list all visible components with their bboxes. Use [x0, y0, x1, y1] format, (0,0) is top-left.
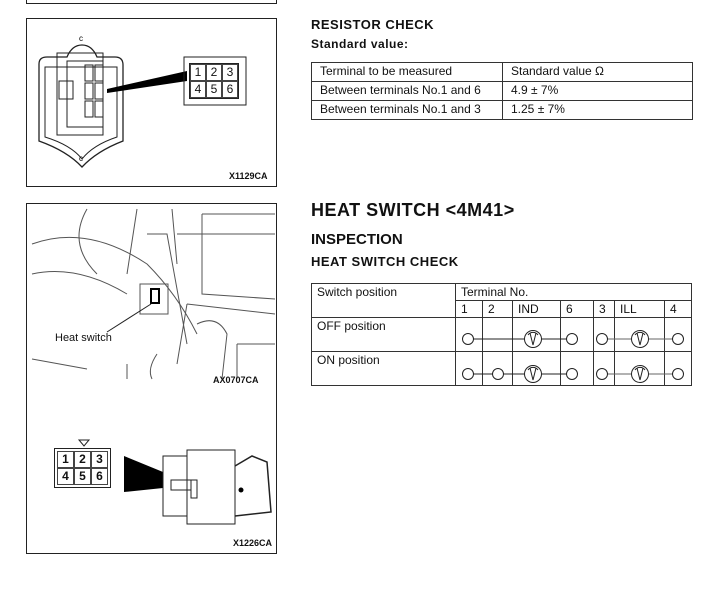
pin: 4: [190, 81, 206, 98]
terminal-cell: 1: [455, 300, 483, 318]
heat-switch-connector-pins: 1 2 3 4 5 6: [54, 448, 111, 488]
row-label: ON position: [311, 351, 456, 386]
dashboard-drawing: [31, 208, 275, 525]
row-label: OFF position: [311, 317, 456, 352]
terminal-cell: 2: [482, 300, 513, 318]
header-cell: Standard value Ω: [502, 62, 693, 82]
table-row: ON position: [311, 351, 692, 386]
pin: 1: [190, 64, 206, 81]
table-row: OFF position: [311, 317, 692, 352]
terminal-cell: ILL: [614, 300, 665, 318]
pin: 3: [222, 64, 238, 81]
pin: 5: [74, 468, 91, 485]
header-cell: Terminal No.: [455, 283, 692, 301]
pin: 4: [57, 468, 74, 485]
terminal-cell: 4: [664, 300, 692, 318]
resistor-connector-pins: 1 2 3 4 5 6: [189, 63, 239, 99]
terminal-row: 1 2 IND 6 3 ILL 4: [312, 300, 692, 318]
pin: 2: [206, 64, 222, 81]
figure-code: X1129CA: [229, 171, 268, 181]
header-cell: Switch position: [311, 283, 456, 318]
heat-switch-title: HEAT SWITCH <4M41>: [311, 200, 515, 220]
resistor-table: Terminal to be measured Standard value Ω…: [311, 62, 693, 120]
cell: Between terminals No.1 and 3: [311, 100, 503, 120]
cell: 4.9 ± 7%: [502, 81, 693, 101]
heat-switch-label: Heat switch: [55, 332, 112, 344]
heat-switch-check-heading: HEAT SWITCH CHECK: [311, 254, 459, 269]
pin: 1: [57, 451, 74, 468]
table-header-row: Switch position Terminal No.: [311, 283, 692, 318]
terminal-cell: 6: [560, 300, 594, 318]
cell: Between terminals No.1 and 6: [311, 81, 503, 101]
figure-code: AX0707CA: [213, 375, 259, 385]
inspection-heading: INSPECTION: [311, 231, 403, 248]
pin: 2: [74, 451, 91, 468]
table-row: Between terminals No.1 and 3 1.25 ± 7%: [311, 100, 693, 120]
svg-text:c: c: [79, 154, 83, 163]
pin: 3: [91, 451, 108, 468]
terminal-cell: IND: [512, 300, 561, 318]
table-header-row: Terminal to be measured Standard value Ω: [311, 62, 693, 82]
cell: 1.25 ± 7%: [502, 100, 693, 120]
terminal-cell: 3: [593, 300, 615, 318]
standard-value-label: Standard value:: [311, 37, 409, 51]
header-cell: Terminal to be measured: [311, 62, 503, 82]
pin: 6: [91, 468, 108, 485]
resistor-drawing: cc: [38, 34, 247, 168]
figure-code: X1226CA: [233, 538, 273, 548]
heat-switch-figure: Heat switch AX0707CA 1 2 3 4 5 6 X1226CA: [26, 203, 277, 554]
svg-text:c: c: [79, 34, 83, 43]
pin: 6: [222, 81, 238, 98]
table-row: Between terminals No.1 and 6 4.9 ± 7%: [311, 81, 693, 101]
figure-frame-top: [26, 0, 277, 4]
continuity-table: Switch position Terminal No. 1 2 IND 6 3…: [311, 283, 692, 386]
pin: 5: [206, 81, 222, 98]
resistor-check-title: RESISTOR CHECK: [311, 17, 435, 32]
